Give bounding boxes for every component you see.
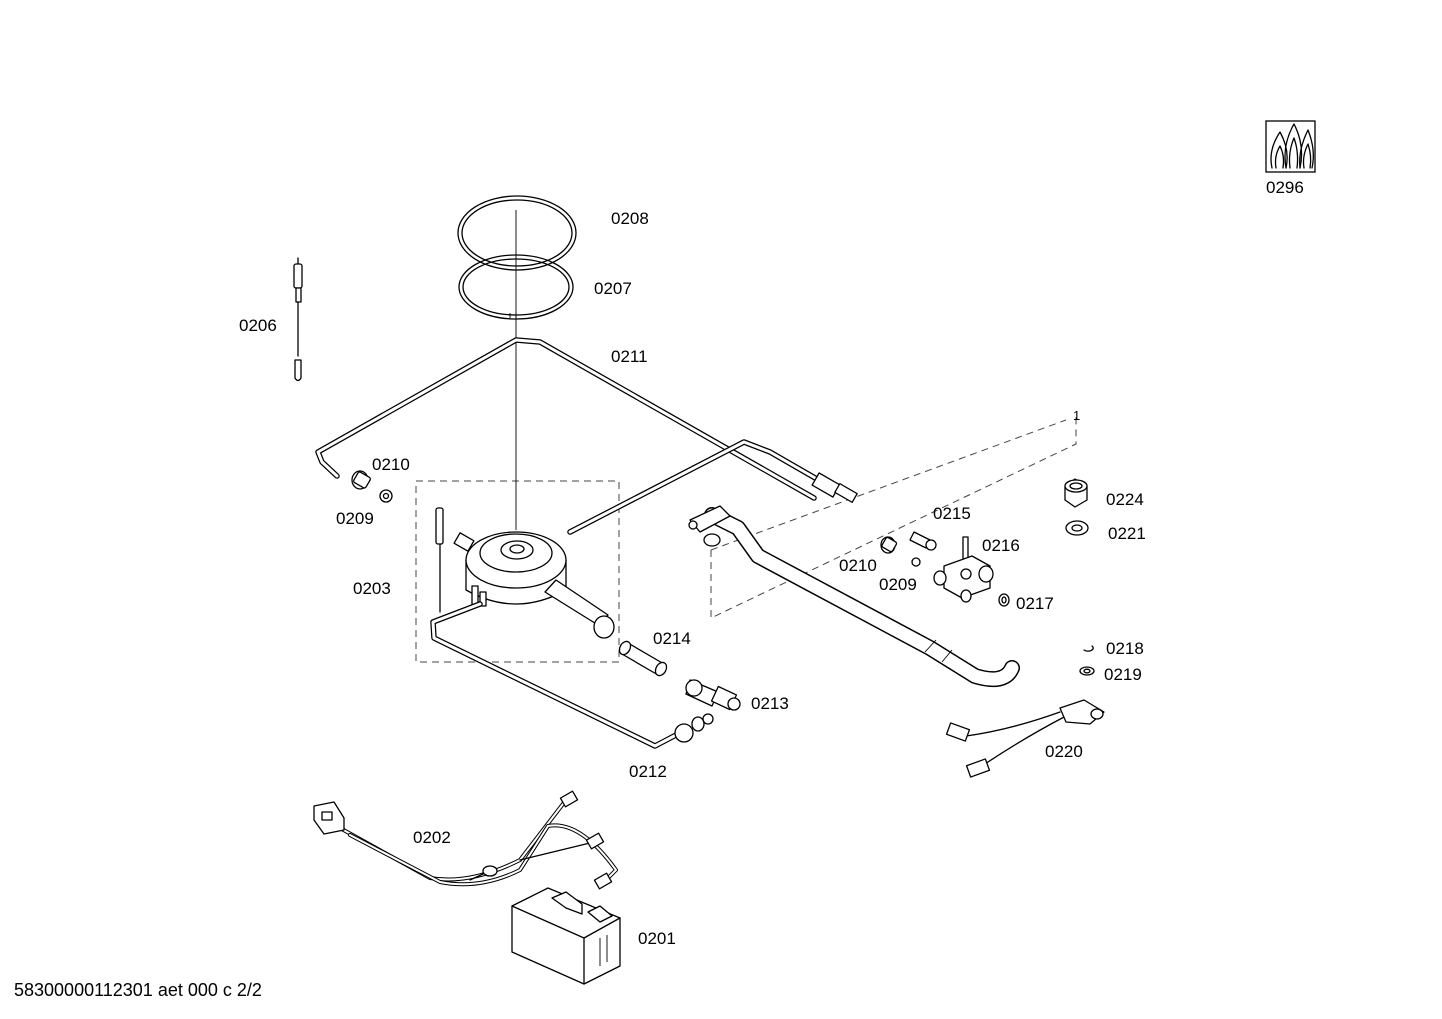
label-0207: 0207	[594, 279, 632, 298]
label-0218: 0218	[1106, 639, 1144, 658]
part-0218-circlip[interactable]	[1083, 645, 1094, 652]
label-0206: 0206	[239, 316, 277, 335]
part-0201-ignition-module[interactable]	[511, 887, 621, 985]
label-0220: 0220	[1045, 742, 1083, 761]
part-0214-sleeve[interactable]	[617, 639, 669, 677]
label-0296: 0296	[1266, 178, 1304, 197]
part-0217-washer[interactable]	[998, 593, 1010, 607]
label-0211: 0211	[611, 347, 648, 366]
part-0212-gas-pipe[interactable]	[430, 601, 714, 749]
part-0203-burner-body[interactable]	[435, 507, 615, 639]
label-0215: 0215	[933, 504, 971, 523]
part-0219-washer[interactable]	[1079, 666, 1095, 676]
label-0212: 0212	[629, 762, 667, 781]
part-0216-gas-valve[interactable]	[933, 536, 994, 603]
part-0215-pin[interactable]	[909, 531, 937, 551]
part-0221-sealing-washer[interactable]	[1065, 520, 1089, 536]
label-0219: 0219	[1104, 665, 1142, 684]
part-0206-ignition-electrode[interactable]	[293, 257, 303, 382]
part-0211-gas-pipe[interactable]	[315, 337, 858, 535]
part-labels: 0208 0207 0206 0211 0210 0209 0203 0214 …	[239, 178, 1304, 948]
part-0209-washer-left[interactable]	[379, 489, 393, 503]
label-0221: 0221	[1108, 524, 1146, 543]
label-0202: 0202	[413, 828, 451, 847]
label-0214: 0214	[653, 629, 691, 648]
part-0210-nozzle-left[interactable]	[351, 470, 371, 490]
document-reference-footer: 58300000112301 aet 000 c 2/2	[14, 980, 262, 1000]
label-0209-right: 0209	[879, 575, 917, 594]
label-0210-right: 0210	[839, 556, 877, 575]
label-0224: 0224	[1106, 490, 1144, 509]
label-ref-1: 1	[1073, 408, 1080, 423]
part-0210-nozzle-right[interactable]	[880, 536, 898, 554]
label-0201: 0201	[638, 929, 676, 948]
part-0209-washer-right[interactable]	[911, 557, 921, 567]
part-0224-union-nut[interactable]	[1064, 478, 1088, 508]
label-0203: 0203	[353, 579, 391, 598]
label-0208: 0208	[611, 209, 649, 228]
part-0208-sealing-ring[interactable]	[457, 195, 577, 271]
part-0220-switch-wiring[interactable]	[945, 699, 1105, 778]
valve-assembly-dashed-outline	[710, 414, 1077, 619]
label-0209-left: 0209	[336, 509, 374, 528]
part-0213-connector[interactable]	[685, 679, 741, 711]
flexible-gas-hose[interactable]	[688, 505, 1020, 688]
part-0202-wiring-harness[interactable]	[313, 790, 618, 890]
gas-flame-icon	[1265, 120, 1316, 173]
label-0210-left: 0210	[372, 455, 410, 474]
label-0216: 0216	[982, 536, 1020, 555]
burner-assembly-dashed-box	[415, 480, 620, 663]
label-0213: 0213	[751, 694, 789, 713]
label-0217: 0217	[1016, 594, 1054, 613]
